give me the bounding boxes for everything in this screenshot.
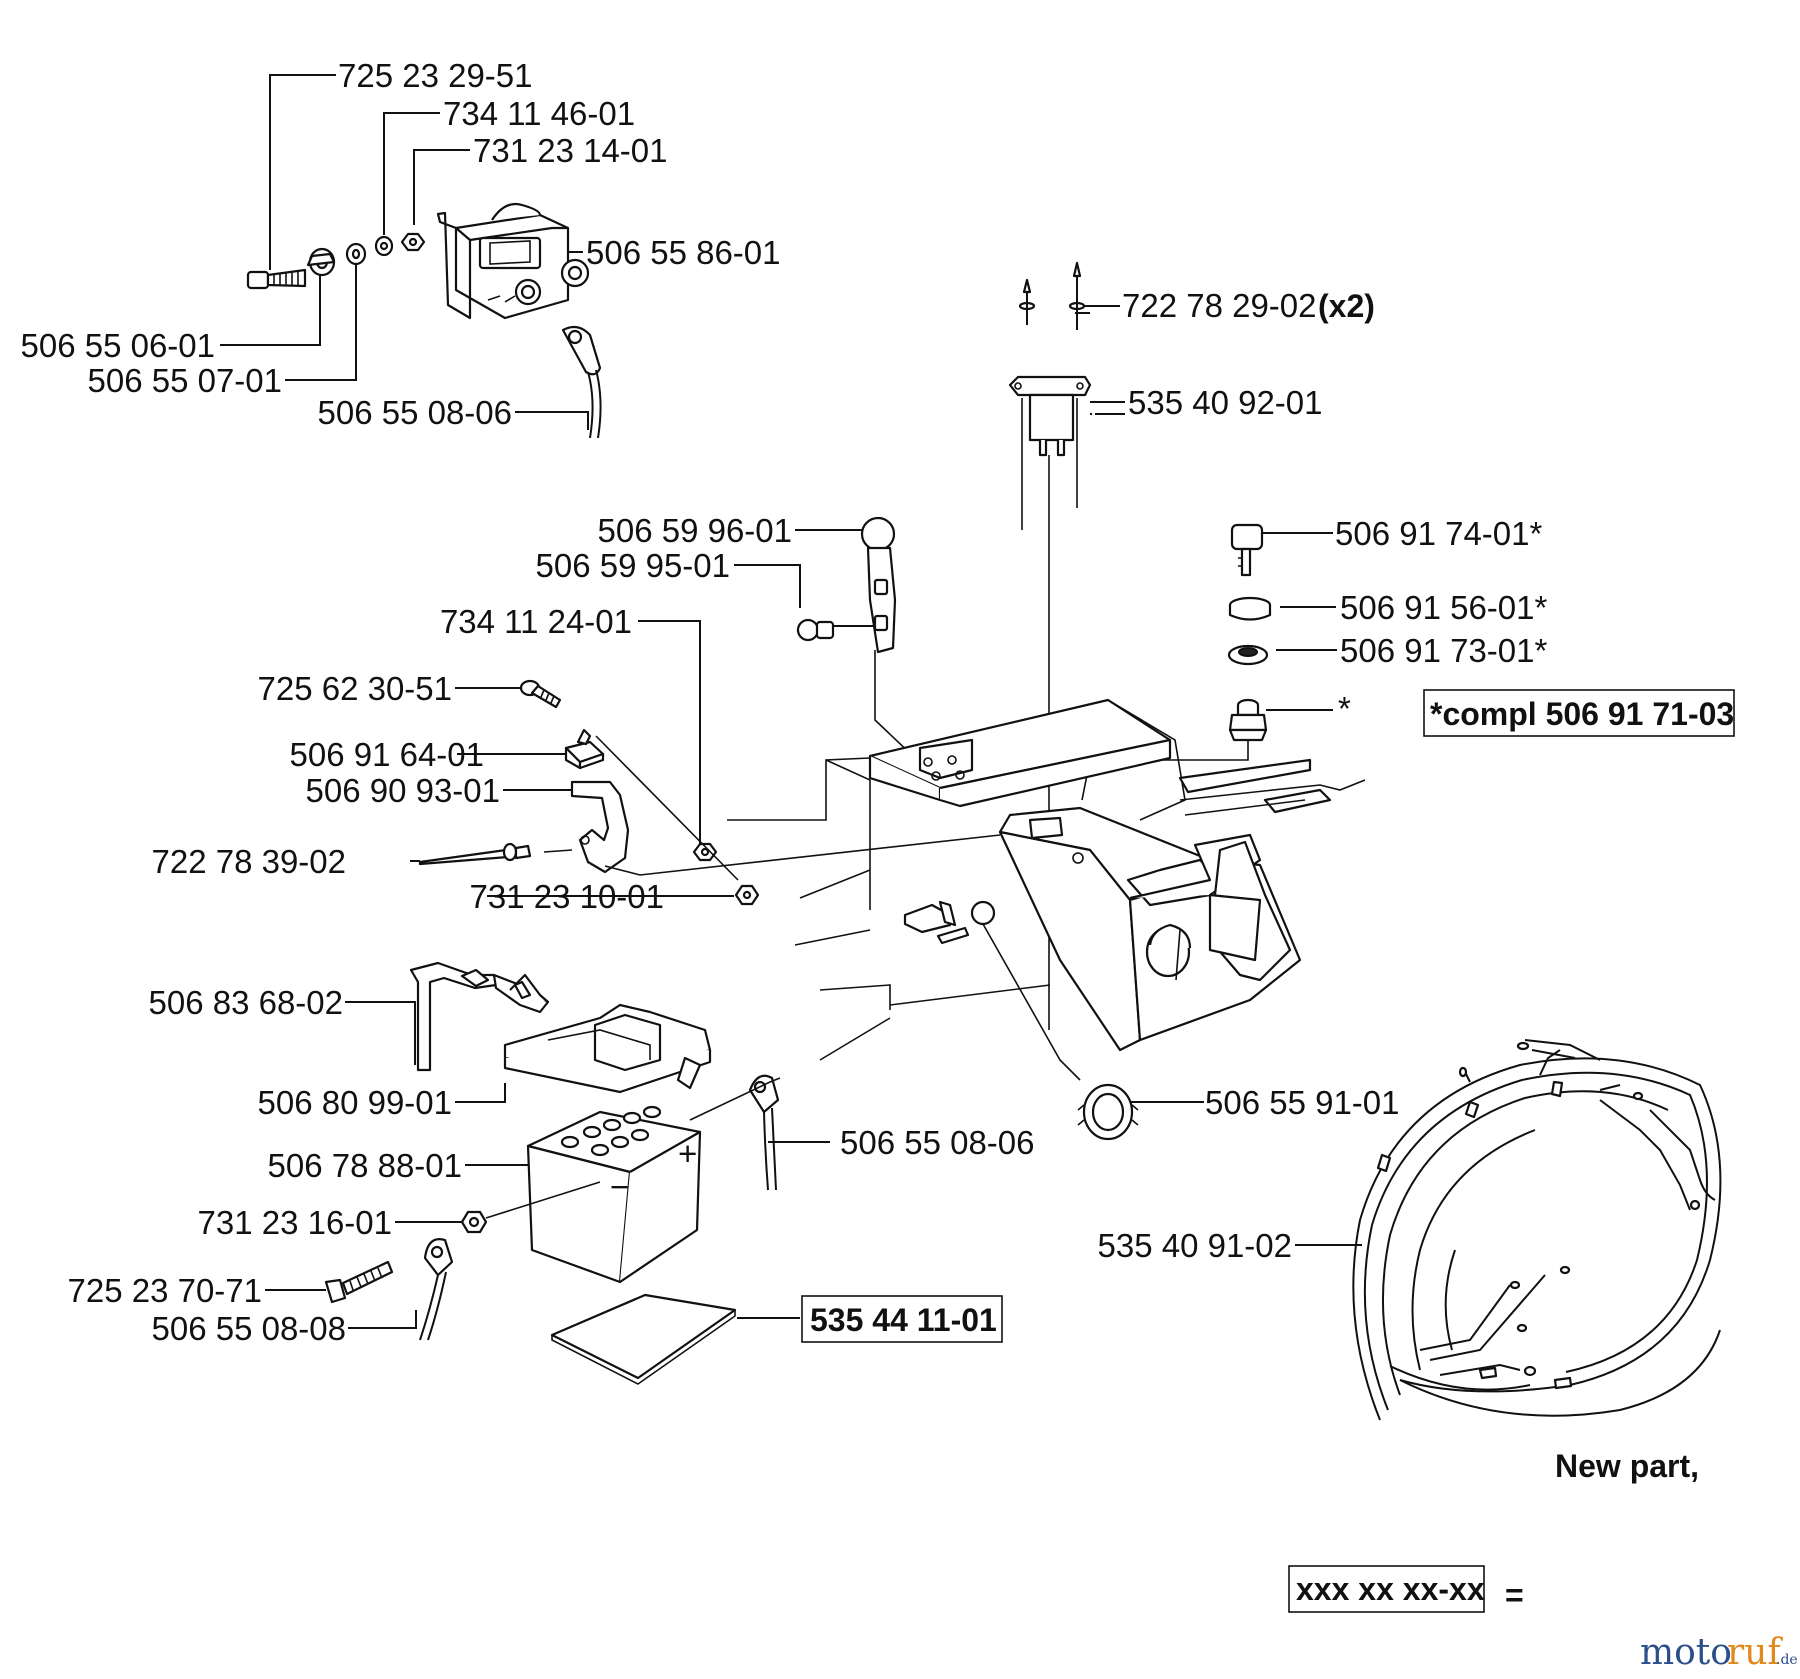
label-506-55-08-08: 506 55 08-08 bbox=[151, 1310, 346, 1347]
label-734-11-24-01: 734 11 24-01 bbox=[440, 603, 632, 640]
label-731-23-16-01: 731 23 16-01 bbox=[197, 1204, 392, 1241]
label-725-23-29-51: 725 23 29-51 bbox=[338, 57, 533, 94]
label-506-91-74-01: 506 91 74-01* bbox=[1335, 515, 1543, 552]
solenoid-assembly bbox=[220, 74, 602, 439]
watermark-part-b: ruf bbox=[1727, 1632, 1783, 1673]
battery-cover-506-80-99-01 bbox=[503, 1003, 712, 1094]
key-506-91-74-01 bbox=[1230, 523, 1264, 577]
label-722-78-39-02: 722 78 39-02 bbox=[151, 843, 346, 880]
legend-equals: = bbox=[1505, 1577, 1524, 1613]
battery-pad-box bbox=[801, 1295, 1003, 1343]
label-506-55-08-06-battery: 506 55 08-06 bbox=[840, 1124, 1035, 1161]
watermark-part-c: .de bbox=[1776, 1652, 1798, 1668]
compl-box bbox=[1423, 689, 1735, 737]
label-506-91-64-01: 506 91 64-01 bbox=[289, 736, 484, 773]
label-506-55-86-01: 506 55 86-01 bbox=[586, 234, 781, 271]
washer-506-55-07-01 bbox=[345, 242, 367, 266]
label-722-78-29-02: 722 78 29-02 bbox=[1122, 287, 1317, 324]
bracket-506-90-93-01 bbox=[570, 780, 630, 874]
hold-down-506-83-68-02 bbox=[409, 961, 550, 1072]
solenoid-506-55-86-01 bbox=[436, 202, 590, 320]
label-506-90-93-01: 506 90 93-01 bbox=[305, 772, 500, 809]
legend: New part, xxx xx xx-xx = bbox=[1288, 1448, 1699, 1613]
nut-731-23-16-01 bbox=[460, 1210, 488, 1234]
label-506-55-08-06-top: 506 55 08-06 bbox=[317, 394, 512, 431]
cable-tie-722-78-39-02 bbox=[418, 842, 532, 866]
rivet-722-78-29-02 bbox=[1018, 261, 1086, 330]
watermark-logo: moto ruf .de bbox=[1640, 1632, 1798, 1673]
nut-506-91-73-01 bbox=[1227, 644, 1269, 666]
label-506-83-68-02: 506 83 68-02 bbox=[148, 984, 343, 1021]
label-506-78-88-01: 506 78 88-01 bbox=[267, 1147, 462, 1184]
battery-assembly: − + bbox=[265, 961, 830, 1385]
label-506-59-96-01: 506 59 96-01 bbox=[597, 512, 792, 549]
label-506-91-56-01: 506 91 56-01* bbox=[1340, 589, 1548, 626]
nut-734-11-24-01 bbox=[692, 842, 718, 862]
label-506-55-07-01: 506 55 07-01 bbox=[87, 362, 282, 399]
legend-sample: xxx xx xx-xx bbox=[1296, 1571, 1485, 1607]
label-725-62-30-51: 725 62 30-51 bbox=[257, 670, 452, 707]
lever-assembly bbox=[734, 516, 916, 759]
grommet-hole bbox=[970, 900, 996, 926]
label-734-11-46-01: 734 11 46-01 bbox=[443, 95, 635, 132]
label-compl-506-91-71-03: *compl 506 91 71-03 bbox=[1430, 696, 1734, 732]
label-506-80-99-01: 506 80 99-01 bbox=[257, 1084, 452, 1121]
label-535-44-11-01: 535 44 11-01 bbox=[810, 1302, 997, 1338]
wiring-harness-535-40-91-02 bbox=[1295, 1039, 1722, 1421]
grommet-506-55-91-01 bbox=[1077, 1083, 1204, 1141]
bushing-506-55-06-01 bbox=[306, 247, 336, 277]
pin-506-59-95-01 bbox=[796, 618, 835, 642]
nut-731-23-14-01 bbox=[400, 232, 426, 252]
label-535-40-91-02: 535 40 91-02 bbox=[1097, 1227, 1292, 1264]
battery-cell-caps bbox=[560, 1105, 662, 1157]
label-535-40-92-01: 535 40 92-01 bbox=[1128, 384, 1323, 421]
bezel-506-91-56-01 bbox=[1228, 596, 1272, 621]
bolt-725-23-70-71 bbox=[324, 1260, 394, 1304]
label-506-91-73-01: 506 91 73-01* bbox=[1340, 632, 1548, 669]
washer-734-11-46-01 bbox=[374, 235, 394, 257]
battery-minus-mark: − bbox=[610, 1168, 629, 1205]
watermark-part-a: moto bbox=[1640, 1632, 1732, 1673]
label-506-55-06-01: 506 55 06-01 bbox=[20, 327, 215, 364]
safety-switch-assembly bbox=[410, 620, 1001, 906]
ignition-switch-assembly bbox=[1081, 523, 1337, 801]
nut-731-23-10-01 bbox=[734, 884, 760, 906]
switch-body bbox=[1228, 698, 1268, 742]
label-asterisk: * bbox=[1338, 690, 1351, 727]
battery-pad-535-44-11-01 bbox=[550, 1293, 737, 1385]
label-506-59-95-01: 506 59 95-01 bbox=[535, 547, 730, 584]
legend-new-part: New part, bbox=[1555, 1448, 1699, 1484]
clip-bracket bbox=[903, 900, 970, 945]
label-731-23-14-01: 731 23 14-01 bbox=[473, 132, 668, 169]
screw-725-62-30-51 bbox=[519, 679, 562, 709]
lever-plate bbox=[866, 546, 897, 654]
cable-506-55-08-06-battery bbox=[689, 1074, 781, 1191]
bolt-725-23-29-51 bbox=[246, 268, 307, 290]
label-731-23-10-01: 731 23 10-01 bbox=[469, 878, 664, 915]
knob-506-59-96-01 bbox=[860, 516, 896, 552]
label-725-23-70-71: 725 23 70-71 bbox=[67, 1272, 262, 1309]
steering-tube bbox=[1145, 923, 1192, 981]
label-506-55-91-01: 506 55 91-01 bbox=[1205, 1084, 1400, 1121]
battery-plus-mark: + bbox=[678, 1135, 697, 1172]
chassis-frame bbox=[727, 698, 1366, 1081]
legend-sample-box bbox=[1288, 1565, 1485, 1613]
cable-506-55-08-08 bbox=[419, 1238, 454, 1341]
battery-506-78-88-01: − + bbox=[526, 1105, 702, 1284]
label-qty-x2: (x2) bbox=[1318, 288, 1375, 324]
cable-506-55-08-06-top bbox=[561, 325, 602, 439]
relay-535-40-92-01 bbox=[1008, 375, 1092, 457]
microswitch-506-91-64-01 bbox=[564, 728, 605, 770]
